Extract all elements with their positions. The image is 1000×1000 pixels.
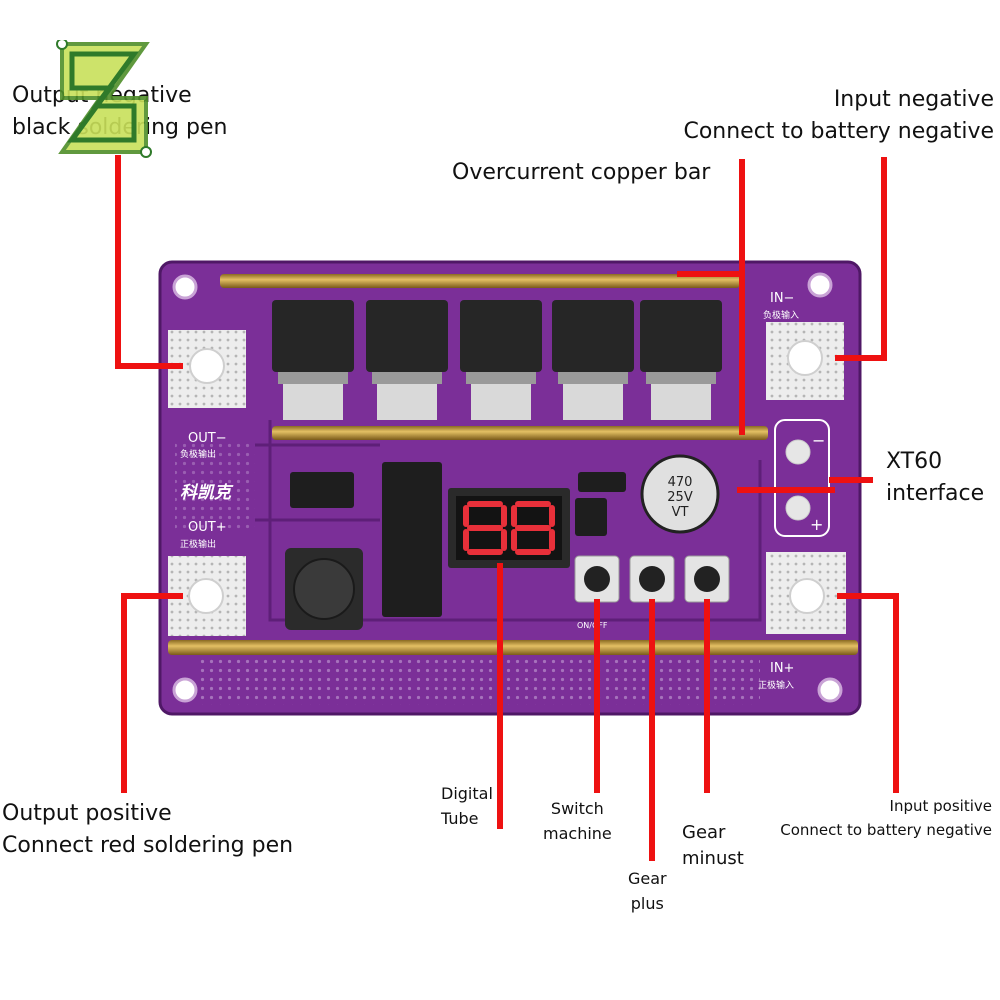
label-input-negative-line2: Connect to battery negative xyxy=(683,119,994,144)
label-output-positive-line2: Connect red soldering pen xyxy=(2,833,294,858)
silk-in-minus: IN− xyxy=(770,291,794,306)
diode xyxy=(578,472,626,492)
brand-logo xyxy=(48,38,156,158)
label-output-positive: Output positive Connect red soldering pe… xyxy=(2,798,293,862)
silk-xt60-plus: + xyxy=(810,515,823,534)
label-gear-minus-line2: minust xyxy=(682,848,744,869)
label-switch-machine-line2: machine xyxy=(543,824,612,843)
mosfet xyxy=(272,300,354,420)
solder-pad-in-plus xyxy=(766,552,846,634)
callout-output-negative xyxy=(115,155,183,369)
silk-xt60-minus: − xyxy=(812,431,825,450)
mosfet-row xyxy=(272,300,722,420)
mosfet xyxy=(552,300,634,420)
label-input-positive: Input positive Connect to battery negati… xyxy=(780,794,992,842)
silk-out-plus-cn: 正极输出 xyxy=(180,538,216,550)
silk-out-minus-cn: 负极输出 xyxy=(180,448,216,460)
buzzer xyxy=(285,548,363,630)
label-gear-plus: Gear plus xyxy=(628,866,667,916)
label-output-positive-line1: Output positive xyxy=(2,801,172,826)
driver-ic xyxy=(382,462,442,617)
silk-on-off: ON/OFF xyxy=(577,621,608,630)
label-switch-machine-line1: Switch xyxy=(550,799,604,818)
regulator-chip xyxy=(575,498,607,536)
silk-brand: 科凯克 xyxy=(180,483,234,503)
copper-bar-middle xyxy=(272,426,768,440)
switch-machine-button[interactable] xyxy=(574,555,620,603)
label-xt60: XT60 interface xyxy=(886,446,984,510)
label-copper-bar: Overcurrent copper bar xyxy=(452,157,710,189)
label-gear-minus-line1: Gear xyxy=(682,822,726,843)
capacitor-label-2: 25V xyxy=(667,490,693,505)
capacitor-label-3: VT xyxy=(672,505,689,520)
callout-output-positive xyxy=(121,593,183,793)
solder-pad-out-plus xyxy=(168,556,246,636)
gear-plus-button[interactable] xyxy=(629,555,675,603)
digit-segments xyxy=(463,501,555,555)
capacitor-label-1: 470 xyxy=(668,475,693,490)
capacitor: 470 25V VT xyxy=(640,454,720,534)
callout-input-positive xyxy=(837,593,899,793)
callout-lines xyxy=(115,155,899,861)
label-input-negative: Input negative Connect to battery negati… xyxy=(683,84,994,148)
silk-in-plus-cn: 正极输入 xyxy=(758,679,794,691)
copper-bar-bottom xyxy=(168,640,858,655)
label-copper-bar-text: Overcurrent copper bar xyxy=(452,160,711,185)
mosfet xyxy=(366,300,448,420)
label-input-negative-line1: Input negative xyxy=(833,87,994,112)
digital-tube-display xyxy=(448,488,570,568)
label-gear-plus-line1: Gear xyxy=(628,869,667,888)
silk-in-plus: IN+ xyxy=(770,661,794,676)
label-input-positive-line2: Connect to battery negative xyxy=(780,821,992,839)
mounting-holes xyxy=(172,272,843,703)
mosfet xyxy=(640,300,722,420)
label-xt60-line2: interface xyxy=(886,481,985,506)
label-xt60-line1: XT60 xyxy=(886,449,943,474)
copper-bar-top xyxy=(220,274,740,288)
silk-out-minus: OUT− xyxy=(188,431,227,446)
silk-out-plus: OUT+ xyxy=(188,520,227,535)
label-gear-plus-line2: plus xyxy=(630,894,664,913)
label-digital-tube-line2: Tube xyxy=(441,809,479,828)
label-input-positive-line1: Input positive xyxy=(889,797,992,815)
label-digital-tube-line1: Digital xyxy=(441,784,493,803)
solder-pad-in-minus xyxy=(766,322,844,400)
xt60-connector xyxy=(774,419,830,537)
label-gear-minus: Gear minust xyxy=(682,820,744,872)
callout-xt60 xyxy=(737,477,873,493)
callout-input-negative xyxy=(835,157,887,361)
brand-logo-icon xyxy=(56,38,152,158)
mosfet xyxy=(460,300,542,420)
silk-in-minus-cn: 负极输入 xyxy=(763,309,799,321)
rectifier-chip xyxy=(290,472,354,508)
gear-minus-button[interactable] xyxy=(684,555,730,603)
label-digital-tube: Digital Tube xyxy=(441,781,493,831)
label-switch-machine: Switch machine xyxy=(543,796,612,846)
